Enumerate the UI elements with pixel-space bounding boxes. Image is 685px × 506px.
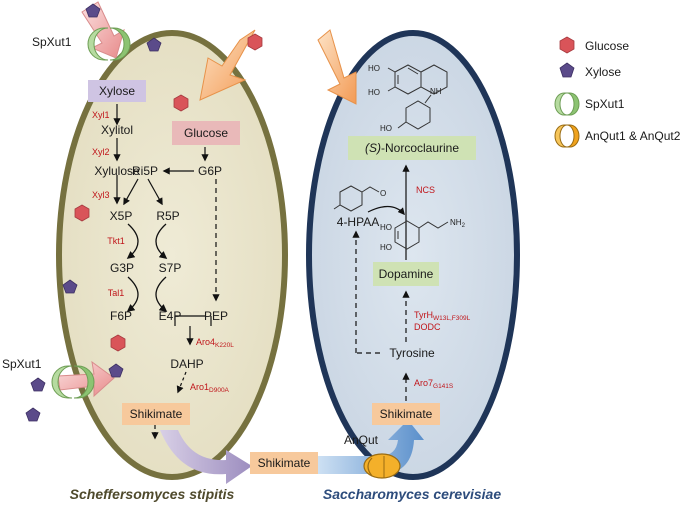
enzyme-tyrh: TyrHW13L,F309L xyxy=(414,310,471,322)
spxut1-transporter-top xyxy=(87,27,131,61)
label-anqut: AnQut xyxy=(344,433,379,447)
enzyme-tkt1: Tkt1 xyxy=(107,236,125,246)
shikimate-box-left xyxy=(122,403,190,425)
chem-ho-2: HO xyxy=(368,88,380,97)
label-ri5p: Ri5P xyxy=(132,164,158,178)
shikimate-box-right xyxy=(372,403,440,425)
glucose-entry-arrow-right xyxy=(317,29,357,105)
legend-xylose: Xylose xyxy=(585,65,621,79)
enzyme-ncs: NCS xyxy=(416,185,435,195)
label-xylose: Xylose xyxy=(99,84,135,98)
right-pathway-arrows xyxy=(352,164,410,401)
legend-spxut1: SpXut1 xyxy=(585,97,625,111)
label-x5p: X5P xyxy=(110,209,133,223)
enzyme-xyl3: Xyl3 xyxy=(92,190,110,200)
label-g3p: G3P xyxy=(110,261,134,275)
glucose-legend-icon xyxy=(559,36,575,54)
xylose-box xyxy=(88,80,146,102)
enzyme-aro1: Aro1D900A xyxy=(190,382,230,394)
chem-ho-3: HO xyxy=(380,223,392,232)
hpaa-structure xyxy=(333,185,380,212)
tkt1-tal1-curves xyxy=(126,223,168,312)
label-shikimate-left: Shikimate xyxy=(130,407,183,421)
label-spxut1-side: SpXut1 xyxy=(2,357,42,371)
enzyme-xyl2: Xyl2 xyxy=(92,147,110,157)
label-f6p: F6P xyxy=(110,309,132,323)
label-norcoclaurine: (S)-Norcoclaurine xyxy=(365,141,459,155)
left-species-label: Scheffersomyces stipitis xyxy=(70,486,235,502)
label-4-hpaa: 4-HPAA xyxy=(337,215,379,229)
chem-ho-4: HO xyxy=(380,243,392,252)
xylose-legend-icon xyxy=(559,62,575,78)
legend-anqut: AnQut1 & AnQut2 xyxy=(585,129,681,143)
enzyme-aro7: Aro7G141S xyxy=(414,378,454,390)
glucose-box xyxy=(172,121,240,145)
norcoclaurine-structure xyxy=(387,64,448,130)
chem-nh2: NH2 xyxy=(450,218,466,229)
xylose-side-arrow xyxy=(57,360,115,398)
anqut-transporter xyxy=(363,453,401,479)
shikimate-export-arrow xyxy=(160,430,252,484)
label-s7p: S7P xyxy=(159,261,182,275)
enzyme-dodc: DODC xyxy=(414,322,441,332)
label-xylitol: Xylitol xyxy=(101,123,133,137)
label-pep: PEP xyxy=(204,309,228,323)
chem-o: O xyxy=(380,189,386,198)
chem-ho-1: HO xyxy=(368,64,380,73)
label-tyrosine: Tyrosine xyxy=(389,346,435,360)
xylose-molecules xyxy=(25,3,162,422)
label-glucose: Glucose xyxy=(184,126,228,140)
anqut-legend-icon xyxy=(554,124,580,148)
dopamine-structure xyxy=(394,220,449,250)
label-dahp: DAHP xyxy=(170,357,203,371)
label-r5p: R5P xyxy=(156,209,179,223)
right-species-label: Saccharomyces cerevisiae xyxy=(323,486,501,502)
label-dopamine: Dopamine xyxy=(379,267,434,281)
legend-glucose: Glucose xyxy=(585,39,629,53)
norcoclaurine-box xyxy=(348,136,476,160)
chem-nh: NH xyxy=(430,87,442,96)
shikimate-box-middle xyxy=(250,452,318,474)
chem-ho-5: HO xyxy=(380,124,392,133)
enzyme-aro4: Aro4K220L xyxy=(196,337,234,349)
label-g6p: G6P xyxy=(198,164,222,178)
label-spxut1-top: SpXut1 xyxy=(32,35,72,49)
label-xylulose: Xylulose xyxy=(94,164,140,178)
enzyme-tal1: Tal1 xyxy=(108,288,125,298)
label-shikimate-right: Shikimate xyxy=(380,407,433,421)
left-pathway-arrows xyxy=(113,104,220,440)
spxut1-transporter-side xyxy=(51,365,95,399)
enzyme-xyl1: Xyl1 xyxy=(92,110,110,120)
legend: Glucose Xylose SpXut1 AnQut1 & AnQut2 xyxy=(554,36,681,148)
label-e4p: E4P xyxy=(159,309,182,323)
glucose-molecules xyxy=(74,33,263,352)
dopamine-box xyxy=(373,262,439,286)
spxut1-legend-icon xyxy=(554,92,580,116)
label-shikimate-middle: Shikimate xyxy=(258,456,311,470)
